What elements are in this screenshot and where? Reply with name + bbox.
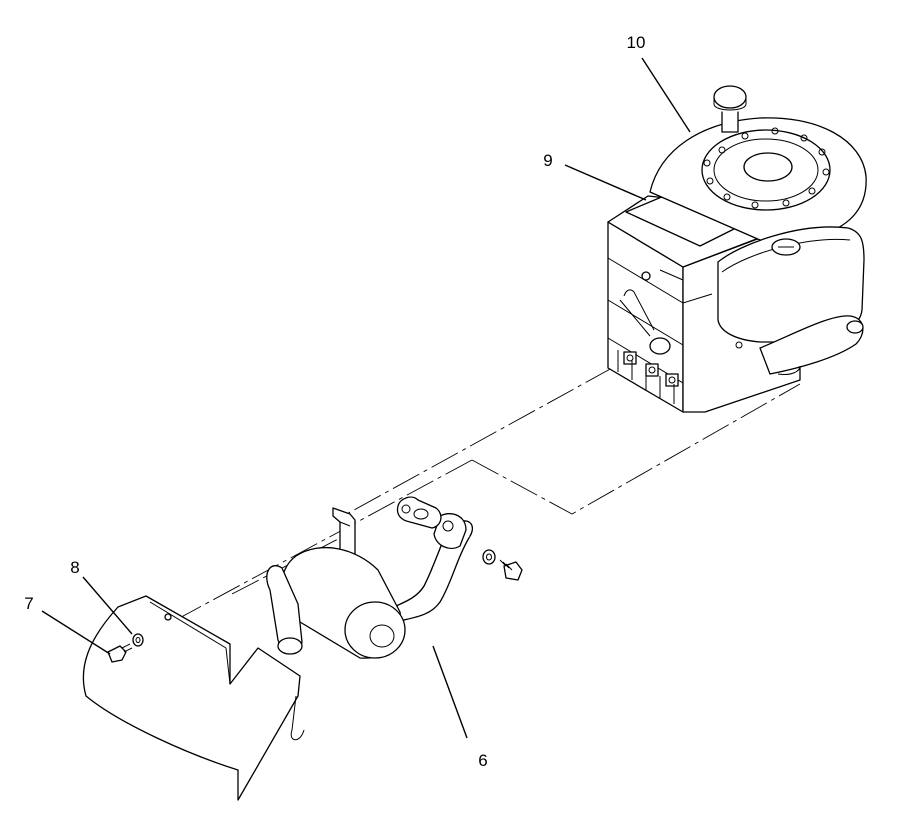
- callout-7: 7: [24, 594, 33, 613]
- dipstick-tube: [721, 111, 739, 133]
- callout-10: 10: [627, 33, 646, 52]
- callout-6: 6: [478, 751, 487, 770]
- muffler-assembly-icon: [266, 496, 523, 659]
- screen-holes: [703, 127, 830, 209]
- muffler-end: [344, 601, 406, 659]
- heat-shield: [82, 595, 305, 801]
- leader-8: [82, 576, 133, 635]
- screw-icon: [107, 643, 133, 663]
- exhaust-port-hatch: [617, 350, 675, 404]
- leader-9: [564, 164, 647, 201]
- exhaust-gasket: [396, 496, 442, 529]
- flange-washer: [482, 549, 496, 565]
- flywheel-hub: [743, 152, 793, 182]
- lock-washer-icon: [132, 633, 144, 647]
- exhaust-studs: [623, 351, 679, 387]
- leader-6: [432, 645, 468, 739]
- engine: [607, 85, 867, 413]
- dipstick-cap: [713, 85, 747, 109]
- leader-10: [641, 57, 691, 133]
- leader-lines: [41, 57, 691, 739]
- throttle-linkage: [623, 289, 655, 331]
- callout-8: 8: [70, 558, 79, 577]
- callout-9: 9: [543, 151, 552, 170]
- leader-7: [41, 610, 111, 655]
